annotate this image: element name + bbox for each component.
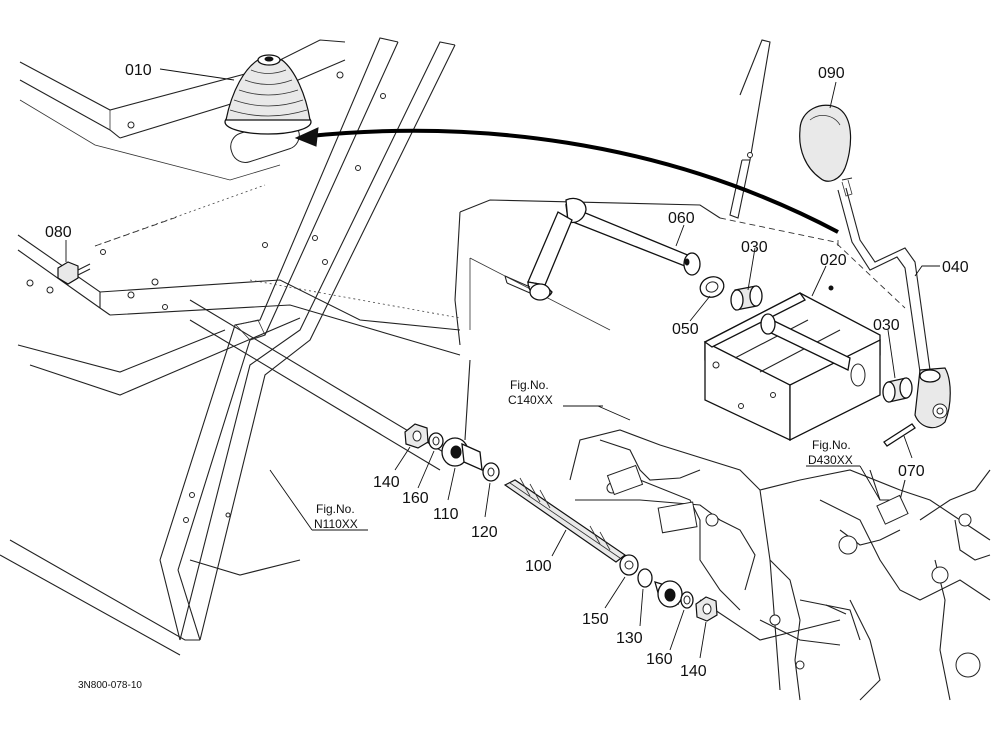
- part-020-bracket[interactable]: [703, 285, 881, 442]
- part-150-spacer[interactable]: [619, 554, 639, 576]
- part-100-long-bolt[interactable]: [503, 477, 627, 563]
- callout-030-a: 030: [741, 239, 768, 256]
- fig-ref-d430-line1: Fig.No.: [812, 438, 851, 452]
- part-130-bushing[interactable]: [637, 568, 683, 608]
- callout-120: 120: [471, 524, 498, 541]
- leader-lines: [65, 68, 940, 659]
- callout-020: 020: [820, 252, 847, 269]
- fig-ref-n110-line1: Fig.No.: [316, 502, 355, 516]
- part-160-washer-a[interactable]: [428, 432, 444, 450]
- callout-140-b: 140: [680, 663, 707, 680]
- transmission-housing: [454, 199, 991, 701]
- part-140-nut-b[interactable]: [695, 596, 718, 622]
- part-050-washer[interactable]: [697, 273, 726, 300]
- callout-130: 130: [616, 630, 643, 647]
- callout-040: 040: [942, 259, 969, 276]
- fig-ref-d430-line2: D430XX: [808, 453, 853, 467]
- assembly-arrow: [294, 127, 839, 234]
- part-030-bushing-a[interactable]: [730, 285, 763, 311]
- callout-080: 080: [45, 224, 72, 241]
- callout-160-a: 160: [402, 490, 429, 507]
- fig-ref-c140-line2: C140XX: [508, 393, 553, 407]
- part-070-pin[interactable]: [883, 423, 916, 447]
- part-120-washer[interactable]: [482, 462, 500, 482]
- drawing-code: 3N800-078-10: [78, 680, 142, 691]
- part-090-knob[interactable]: [799, 104, 852, 182]
- callout-090: 090: [818, 65, 845, 82]
- callout-030-b: 030: [873, 317, 900, 334]
- part-110-bushing[interactable]: [441, 359, 483, 472]
- callout-100: 100: [525, 558, 552, 575]
- figure-ref-c140[interactable]: Fig.No. C140XX: [508, 378, 553, 407]
- part-030-bushing-b[interactable]: [882, 377, 913, 403]
- callout-140-a: 140: [373, 474, 400, 491]
- figure-ref-d430[interactable]: Fig.No. D430XX: [808, 438, 853, 467]
- callout-110: 110: [433, 506, 459, 523]
- callout-050: 050: [672, 321, 699, 338]
- callout-010: 010: [125, 62, 152, 79]
- callout-060: 060: [668, 210, 695, 227]
- fig-ref-n110-line2: N110XX: [314, 517, 358, 531]
- part-160-washer-b[interactable]: [680, 591, 694, 609]
- callout-150: 150: [582, 611, 609, 628]
- figure-ref-n110[interactable]: Fig.No. N110XX: [314, 502, 358, 531]
- part-010-boot[interactable]: [224, 54, 312, 135]
- callout-070: 070: [898, 463, 925, 480]
- callout-labels: 010 080 090 040 060 030 020 050 030 070 …: [45, 62, 969, 680]
- fig-ref-c140-line1: Fig.No.: [510, 378, 549, 392]
- part-040-shift-lever[interactable]: [837, 177, 951, 429]
- part-080-bolt[interactable]: [57, 249, 106, 285]
- part-140-nut-a[interactable]: [404, 423, 429, 449]
- part-060-shaft-arm[interactable]: [504, 197, 701, 301]
- callout-160-b: 160: [646, 651, 673, 668]
